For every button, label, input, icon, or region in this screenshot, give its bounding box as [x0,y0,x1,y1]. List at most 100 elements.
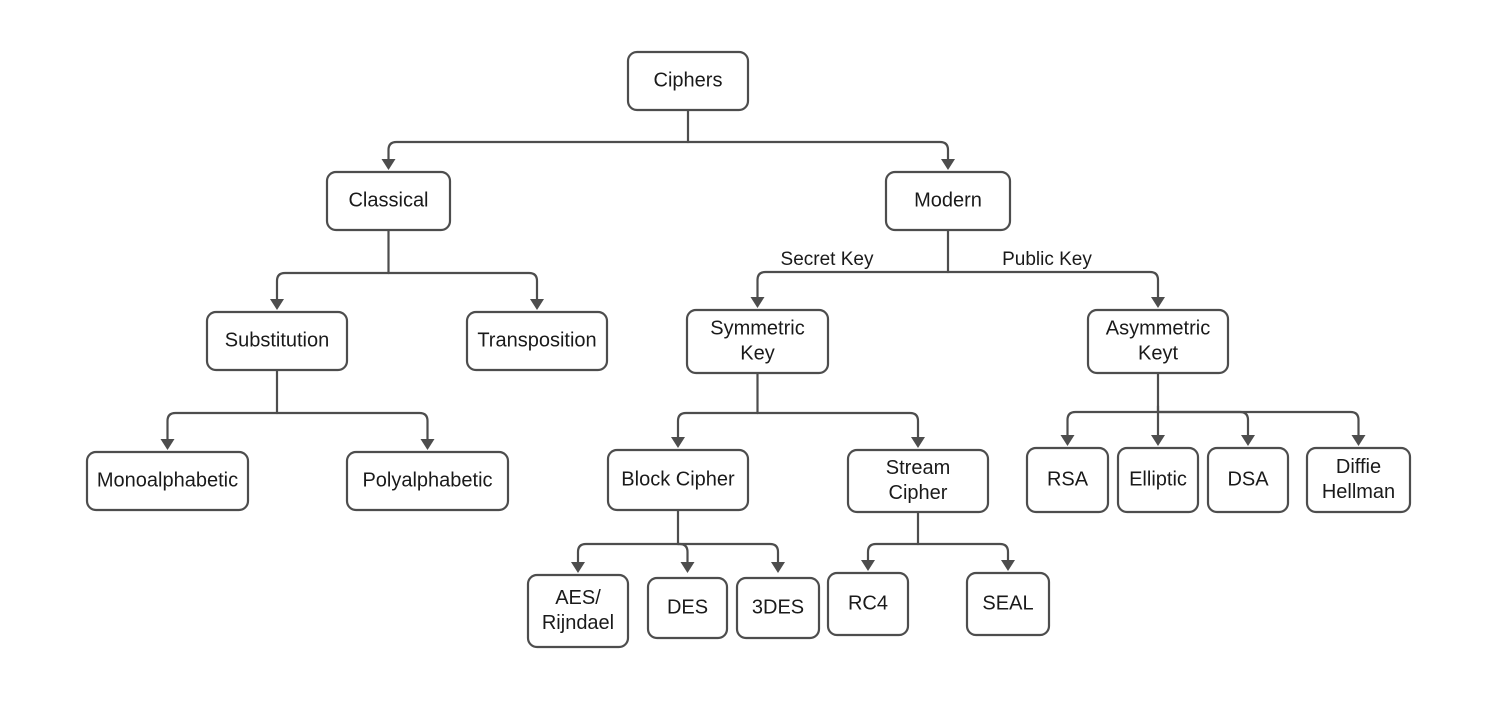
node-des[interactable]: DES [646,576,729,640]
node-label-diffie-hellman: Hellman [1322,481,1395,503]
edge-e-ciphers-classical [387,140,690,161]
arrow-head-e-symmetric-block [671,437,685,448]
arrow-head-e-asymmetric-diffie [1351,435,1366,446]
node-elliptic[interactable]: Elliptic [1116,446,1200,514]
edge-e-asymmetric-dsa [1156,410,1250,437]
node-box-symmetric-key[interactable] [685,308,830,375]
arrow-head-e-symmetric-stream [911,437,925,448]
node-rsa[interactable]: RSA [1025,446,1110,514]
node-ciphers[interactable]: Ciphers [626,50,750,112]
node-box-elliptic[interactable] [1116,446,1200,514]
edge-e-asymmetric-rsa [1066,410,1160,437]
node-label-polyalphabetic: Polyalphabetic [362,469,492,491]
node-box-block-cipher[interactable] [606,448,750,512]
node-box-transposition[interactable] [465,310,609,372]
node-block-cipher[interactable]: Block Cipher [606,448,750,512]
arrow-head-e-substitution-polyalphabetic [420,439,435,450]
edge-e-classical-transposition [387,271,539,301]
node-box-substitution[interactable] [205,310,349,372]
edge-group-block-cipher [571,508,785,573]
edge-group-asymmetric-key [1060,371,1366,446]
arrow-head-e-ciphers-classical [381,159,396,170]
node-label-stream-cipher: Stream [886,457,950,479]
node-label-symmetric-key: Symmetric [710,317,804,339]
node-box-rc4[interactable] [826,571,910,637]
node-rc4[interactable]: RC4 [826,571,910,637]
node-label-asymmetric-key: Asymmetric [1106,317,1210,339]
node-box-ciphers[interactable] [626,50,750,112]
node-box-classical[interactable] [325,170,452,232]
edge-e-substitution-monoalphabetic [166,411,279,441]
node-label-diffie-hellman: Diffie [1336,456,1381,478]
node-seal[interactable]: SEAL [965,571,1051,637]
arrow-head-e-asymmetric-dsa [1241,435,1255,446]
node-modern[interactable]: Modern [884,170,1012,232]
node-label-des: DES [667,596,708,618]
node-label-modern: Modern [914,189,982,211]
edge-e-stream-seal [916,542,1010,562]
edge-e-stream-rc4 [866,542,920,562]
node-polyalphabetic[interactable]: Polyalphabetic [345,450,510,512]
node-box-des[interactable] [646,576,729,640]
arrow-head-e-classical-transposition [530,299,544,310]
node-box-rsa[interactable] [1025,446,1110,514]
edges-layer [160,108,1366,573]
edge-group-classical [270,228,544,310]
arrow-head-e-substitution-monoalphabetic [160,439,175,450]
node-3des[interactable]: 3DES [735,576,821,640]
arrow-head-e-asymmetric-elliptic [1151,435,1165,446]
edge-e-modern-asymmetric [946,270,1160,299]
node-box-diffie-hellman[interactable] [1305,446,1412,514]
node-monoalphabetic[interactable]: Monoalphabetic [85,450,250,512]
arrow-head-e-block-aes [571,562,585,573]
edge-e-symmetric-block [676,411,759,439]
node-label-3des: 3DES [752,596,804,618]
node-box-dsa[interactable] [1206,446,1290,514]
node-box-seal[interactable] [965,571,1051,637]
public-key-label: Public Key [1002,249,1092,270]
node-label-aes-rijndael: AES/ [555,587,601,609]
node-box-aes-rijndael[interactable] [526,573,630,649]
arrow-head-e-classical-substitution [270,299,284,310]
edge-e-ciphers-modern [686,140,950,161]
arrow-head-e-block-3des [771,562,785,573]
edge-e-block-aes [576,542,680,564]
node-box-asymmetric-key[interactable] [1086,308,1230,375]
node-label-asymmetric-key: Keyt [1138,342,1178,364]
arrow-head-e-stream-rc4 [861,560,875,571]
edge-group-stream-cipher [861,510,1015,571]
edge-group-substitution [160,368,435,450]
edge-e-modern-symmetric [756,270,950,299]
node-transposition[interactable]: Transposition [465,310,609,372]
node-dsa[interactable]: DSA [1206,446,1290,514]
node-box-stream-cipher[interactable] [846,448,990,514]
arrow-head-e-asymmetric-rsa [1060,435,1075,446]
arrow-head-e-block-des [680,562,695,573]
edge-group-modern [750,228,1165,308]
node-box-polyalphabetic[interactable] [345,450,510,512]
arrow-head-e-modern-asymmetric [1151,297,1165,308]
edge-group-symmetric-key [671,371,925,448]
node-label-block-cipher: Block Cipher [621,468,735,490]
secret-key-label: Secret Key [781,249,874,270]
node-box-monoalphabetic[interactable] [85,450,250,512]
node-aes-rijndael[interactable]: AES/Rijndael [526,573,630,649]
node-label-aes-rijndael: Rijndael [542,612,614,634]
node-box-modern[interactable] [884,170,1012,232]
arrow-head-e-ciphers-modern [941,159,955,170]
node-box-3des[interactable] [735,576,821,640]
edge-labels-layer: Secret Key Public Key [781,249,1093,270]
node-label-substitution: Substitution [225,329,330,351]
arrow-head-e-stream-seal [1001,560,1015,571]
edge-e-substitution-polyalphabetic [275,411,429,441]
node-substitution[interactable]: Substitution [205,310,349,372]
node-classical[interactable]: Classical [325,170,452,232]
edge-e-classical-substitution [275,271,390,301]
node-label-monoalphabetic: Monoalphabetic [97,469,238,491]
